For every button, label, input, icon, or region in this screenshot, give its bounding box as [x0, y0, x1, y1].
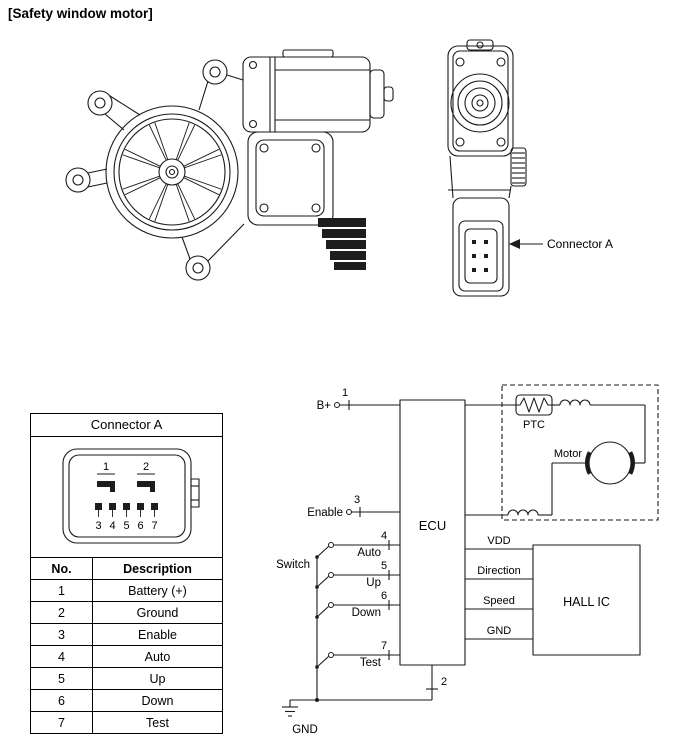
pin-3-face-label: 3 [95, 520, 101, 532]
gear-wheel [105, 105, 239, 239]
connector-pins: 1 2 3 4 5 6 [95, 461, 158, 532]
motor-housing [242, 49, 394, 226]
pin-number-cell: 6 [30, 689, 93, 712]
callout-arrow-icon [509, 239, 520, 249]
pin-4-label: 4 [381, 530, 387, 542]
pin-description-table: No. Description 1 Battery (+) 2 Ground 3… [30, 557, 223, 734]
pin-5-label: 5 [381, 560, 387, 572]
motor-assembly-boundary [501, 384, 659, 521]
pin-4-face-label: 4 [109, 520, 115, 532]
motor-front-view-drawing [65, 49, 394, 281]
pin-description-cell: Ground [92, 601, 223, 624]
side-view-connector [452, 197, 510, 297]
pin-1-face-label: 1 [103, 461, 109, 473]
connector-a-detail-box: Connector A 1 2 [30, 413, 223, 558]
table-row: 3 Enable [30, 623, 223, 646]
connector-face-drawing: 1 2 3 4 5 6 [62, 448, 200, 544]
mounting-tabs [65, 59, 245, 281]
table-header-row: No. Description [30, 557, 223, 580]
hall-ic-label: HALL IC [563, 595, 610, 609]
connector-box-title: Connector A [31, 414, 222, 437]
connector-face-outline [62, 448, 200, 544]
table-header-description: Description [92, 557, 223, 580]
motor-side-view-drawing: Connector A [447, 39, 613, 297]
pin-number-cell: 2 [30, 601, 93, 624]
ecu-label: ECU [419, 518, 446, 533]
test-label: Test [360, 657, 382, 669]
switch-label: Switch [276, 559, 310, 571]
pin-6-label: 6 [381, 590, 387, 602]
ptc-label: PTC [523, 419, 545, 431]
motor-symbol [585, 441, 635, 485]
pin-number-cell: 4 [30, 645, 93, 668]
inductor-coil-bottom [507, 509, 539, 516]
wheel-spokes [122, 122, 222, 222]
hall-gnd-signal-label: GND [487, 625, 512, 637]
pin-number-cell: 3 [30, 623, 93, 646]
connector-a-callout: Connector A [509, 237, 613, 251]
auto-label: Auto [357, 547, 381, 559]
table-row: 5 Up [30, 667, 223, 690]
table-row: 1 Battery (+) [30, 579, 223, 602]
pin-description-cell: Up [92, 667, 223, 690]
pin-number-cell: 1 [30, 579, 93, 602]
enable-node [346, 509, 352, 515]
bplus-node [334, 402, 340, 408]
speed-signal-label: Speed [483, 595, 515, 607]
direction-signal-label: Direction [477, 565, 520, 577]
pin-description-cell: Auto [92, 645, 223, 668]
hall-ic-block [532, 544, 641, 656]
inductor-coil-top [559, 399, 591, 406]
pin-7-face-label: 7 [151, 520, 157, 532]
table-header-no: No. [30, 557, 93, 580]
pin-2-label: 2 [441, 676, 447, 688]
switch-contacts [315, 402, 352, 702]
circuit-diagram: ECU HALL IC PTC Motor B+ 1 Enable 3 Swit… [276, 384, 659, 736]
side-view-outline [447, 39, 527, 199]
pin-6-face-label: 6 [137, 520, 143, 532]
ptc-component [515, 394, 553, 416]
pin-7-label: 7 [381, 640, 387, 652]
pin-3-label: 3 [354, 494, 360, 506]
pin-5-face-label: 5 [123, 520, 129, 532]
pin-number-cell: 5 [30, 667, 93, 690]
ecu-block [399, 399, 466, 666]
vdd-signal-label: VDD [487, 535, 510, 547]
connector-a-callout-label: Connector A [547, 237, 613, 251]
table-row: 7 Test [30, 711, 223, 734]
enable-label: Enable [307, 507, 343, 519]
pin-2-face-label: 2 [143, 461, 149, 473]
table-row: 2 Ground [30, 601, 223, 624]
pin-1-label: 1 [342, 387, 348, 399]
page-title: [Safety window motor] [8, 6, 153, 21]
bplus-label: B+ [317, 400, 332, 412]
pin-description-cell: Battery (+) [92, 579, 223, 602]
pin-description-cell: Enable [92, 623, 223, 646]
table-row: 6 Down [30, 689, 223, 712]
ground-symbol [282, 700, 298, 717]
up-label: Up [366, 577, 381, 589]
motor-label: Motor [554, 448, 582, 460]
pin-description-cell: Test [92, 711, 223, 734]
gnd-label: GND [292, 724, 318, 736]
down-label: Down [352, 607, 381, 619]
table-row: 4 Auto [30, 645, 223, 668]
connector-pin-ticks [348, 400, 438, 690]
pin-description-cell: Down [92, 689, 223, 712]
motor-connector-block [318, 218, 366, 270]
pin-number-cell: 7 [30, 711, 93, 734]
